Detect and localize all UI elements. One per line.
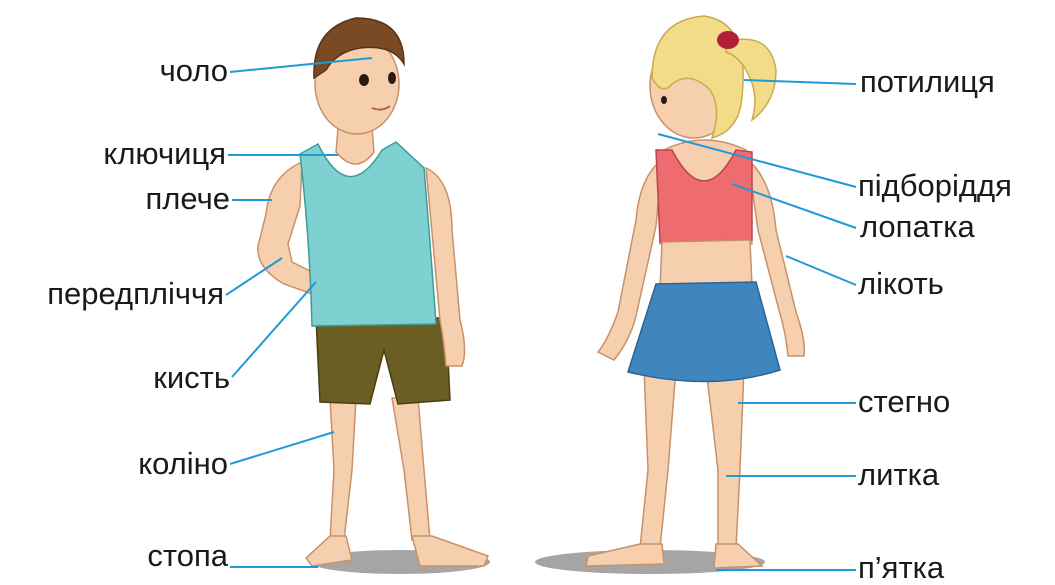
leader-line-hand	[232, 282, 316, 377]
leader-line-knee	[230, 432, 334, 464]
label-nape: потилиця	[860, 66, 995, 97]
label-collarbone: ключиця	[103, 138, 226, 169]
label-shoulder: плече	[146, 183, 230, 214]
label-forehead: чоло	[160, 55, 228, 86]
label-elbow: лікоть	[858, 268, 944, 299]
leader-line-elbow	[786, 256, 856, 285]
label-heel: п’ятка	[858, 552, 944, 583]
label-calf: литка	[858, 459, 939, 490]
label-hand: кисть	[153, 362, 230, 393]
label-shoulder-blade: лопатка	[860, 211, 975, 242]
label-foot: стопа	[147, 540, 228, 571]
label-thigh: стегно	[858, 386, 950, 417]
label-chin: підборіддя	[858, 170, 1012, 201]
label-forearm: передпліччя	[47, 278, 224, 309]
label-knee: коліно	[138, 448, 228, 479]
boy-figure	[258, 18, 488, 566]
girl-figure	[586, 16, 804, 568]
